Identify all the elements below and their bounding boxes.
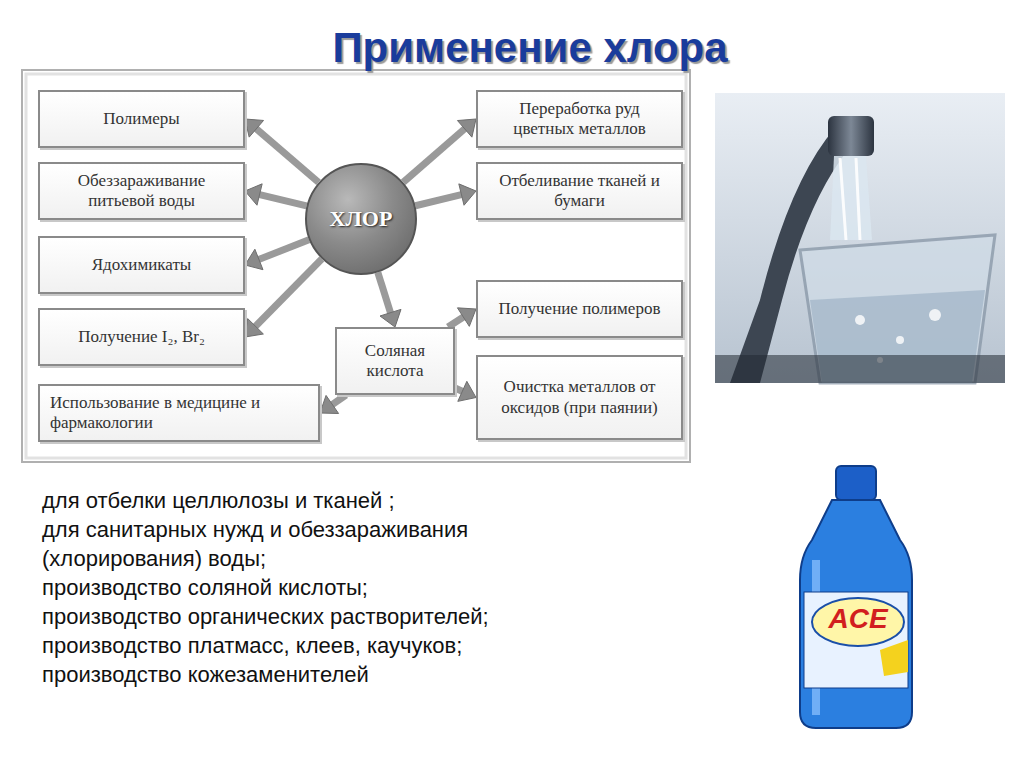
use-box: Обеззараживание питьевой воды <box>38 162 245 220</box>
use-box: Полимеры <box>38 90 245 148</box>
node-text: Получение полимеров <box>499 299 661 319</box>
diagram-frame <box>22 70 690 462</box>
node-text: Полимеры <box>103 109 179 129</box>
tap-photo <box>715 93 1005 383</box>
use-box: Переработка руд цветных металлов <box>476 90 683 148</box>
use-box: Получение полимеров <box>476 280 683 338</box>
arrow-connector <box>448 308 476 327</box>
use-box: Отбеливание тканей и бумаги <box>476 162 683 220</box>
list-item: производство кожезаменителей <box>42 660 612 689</box>
node-text: Ядохимикаты <box>92 255 191 275</box>
arrow-connector <box>245 184 307 206</box>
arrow-connector <box>320 395 346 413</box>
node-text: Получение I₂, Br₂ <box>78 327 205 347</box>
use-box: Ядохимикаты <box>38 236 245 294</box>
node-text: Обеззараживание питьевой воды <box>50 171 233 212</box>
list-item: для санитарных нужд и обеззараживания (х… <box>42 515 612 573</box>
use-box: Соляная кислота <box>335 327 455 395</box>
use-box: Очистка металлов от оксидов (при паянии) <box>476 355 683 440</box>
arrow-connector <box>415 184 476 206</box>
node-text: Переработка руд цветных металлов <box>488 99 671 140</box>
list-item: для отбелки целлюлозы и тканей ; <box>42 486 612 515</box>
node-text: Очистка металлов от оксидов (при паянии) <box>488 377 671 418</box>
brand-logo: ACE <box>818 603 898 635</box>
arrow-connector <box>403 119 476 182</box>
list-item: производство платмасс, клеев, каучуков; <box>42 631 612 660</box>
uses-list: для отбелки целлюлозы и тканей ;для сани… <box>42 486 612 689</box>
arrow-connector <box>245 240 309 270</box>
node-text: Использование в медицине и фармакологии <box>50 393 308 434</box>
arrow-connector <box>378 272 401 327</box>
bleach-bottle-photo <box>718 458 992 732</box>
node-text: ХЛОР <box>330 206 393 232</box>
use-box: Получение I₂, Br₂ <box>38 308 245 366</box>
arrow-connector <box>455 381 476 401</box>
node-text: Соляная кислота <box>347 341 443 382</box>
arrow-connector <box>245 119 319 182</box>
node-text: Отбеливание тканей и бумаги <box>488 171 671 212</box>
slide-title: Применение хлора <box>230 24 830 72</box>
list-item: производство соляной кислоты; <box>42 573 612 602</box>
use-box: Использование в медицине и фармакологии <box>38 384 320 442</box>
list-item: производство органических растворителей; <box>42 602 612 631</box>
diagram-frame-inner <box>26 74 686 458</box>
center-circle: ХЛОР <box>305 163 417 275</box>
arrow-connector <box>245 259 322 337</box>
